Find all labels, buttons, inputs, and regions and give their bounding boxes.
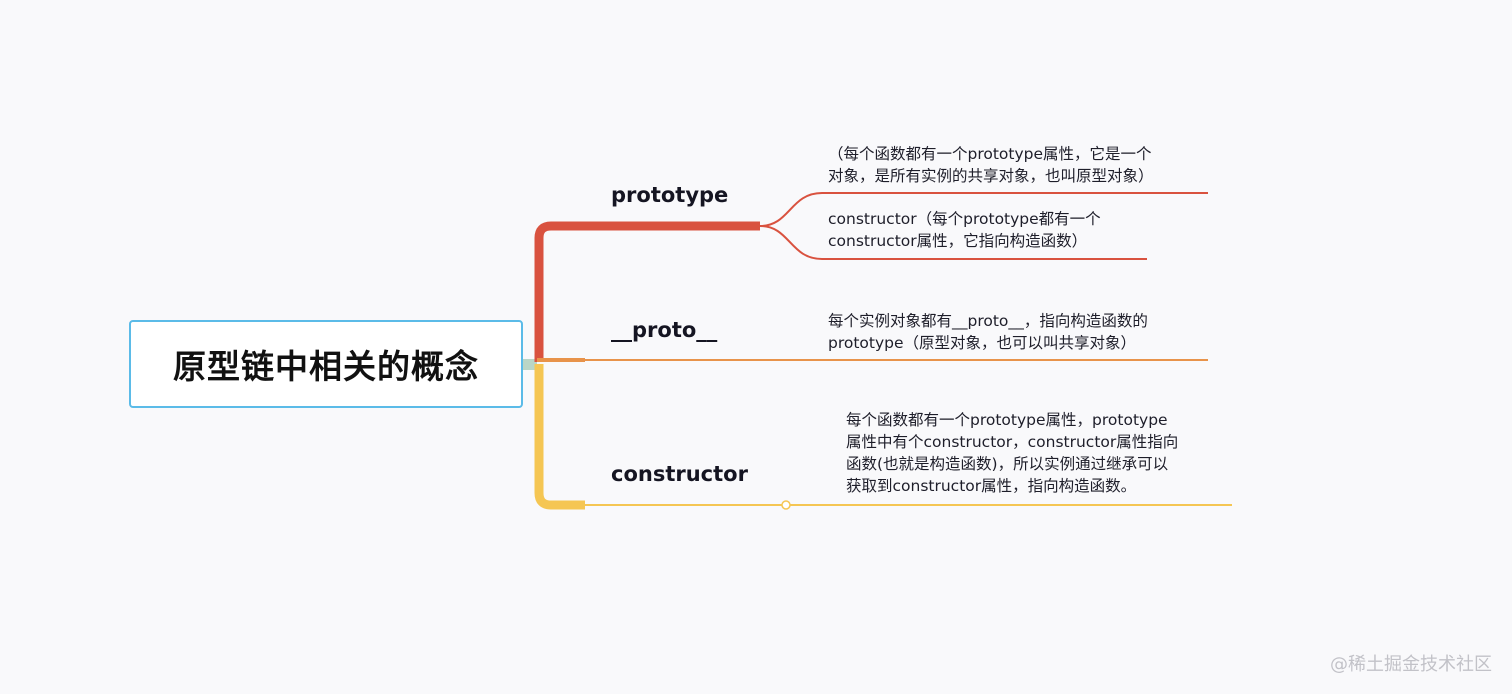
leaf-connector-prototype-2	[759, 225, 1147, 260]
root-topic[interactable]: 原型链中相关的概念	[129, 320, 523, 408]
leaf-line: constructor属性，它指向构造函数）	[828, 232, 1088, 250]
leaf-line: 函数(也就是构造函数)，所以实例通过继承可以	[846, 455, 1169, 473]
leaf-line: 每个函数都有一个prototype属性，prototype	[846, 411, 1168, 429]
constructor-junction-dot[interactable]	[781, 500, 791, 510]
leaf-line: prototype（原型对象，也可以叫共享对象）	[828, 334, 1137, 352]
branch-topic-proto[interactable]: __proto__	[611, 318, 717, 342]
leaf-topic-prototype-constructor[interactable]: constructor（每个prototype都有一个 constructor属…	[828, 208, 1101, 252]
root-connector-nub	[523, 359, 537, 370]
leaf-topic-prototype-definition[interactable]: （每个函数都有一个prototype属性，它是一个 对象，是所有实例的共享对象，…	[828, 143, 1154, 187]
leaf-line: 对象，是所有实例的共享对象，也叫原型对象）	[828, 167, 1154, 185]
root-topic-title: 原型链中相关的概念	[173, 347, 479, 386]
branch-topic-constructor[interactable]: constructor	[611, 462, 748, 486]
leaf-line: constructor（每个prototype都有一个	[828, 210, 1101, 228]
branch-label-prototype: prototype	[611, 183, 729, 207]
leaf-line: 每个实例对象都有__proto__，指向构造函数的	[828, 312, 1148, 330]
branch-label-constructor: constructor	[611, 462, 748, 486]
leaf-connector-prototype-1	[759, 192, 1208, 227]
branch-topic-prototype[interactable]: prototype	[611, 183, 728, 207]
leaf-topic-constructor-definition[interactable]: 每个函数都有一个prototype属性，prototype 属性中有个const…	[846, 409, 1178, 497]
trunk-prototype	[534, 221, 760, 362]
leaf-line: 获取到constructor属性，指向构造函数。	[846, 477, 1137, 495]
branch-label-proto: __proto__	[611, 318, 718, 342]
leaf-topic-proto-definition[interactable]: 每个实例对象都有__proto__，指向构造函数的 prototype（原型对象…	[828, 310, 1148, 354]
leaf-line: （每个函数都有一个prototype属性，它是一个	[828, 145, 1152, 163]
trunk-constructor	[534, 364, 585, 510]
leaf-line: 属性中有个constructor，constructor属性指向	[846, 433, 1179, 451]
watermark: @稀土掘金技术社区	[1330, 654, 1492, 675]
